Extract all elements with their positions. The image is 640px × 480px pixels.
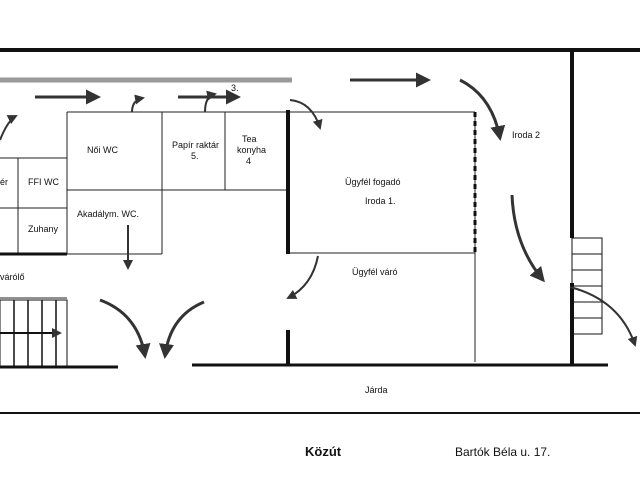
sidewalk-label: Járda xyxy=(365,385,388,395)
staircase-right xyxy=(571,237,603,335)
room-label-tea-konyha-num: 4 xyxy=(246,156,252,166)
room-label-papir-raktar: Papír raktár xyxy=(172,140,220,150)
room-label-iroda1: Iroda 1. xyxy=(365,196,396,206)
room-label-zuhany: Zuhany xyxy=(28,224,59,234)
room-label-noi-wc: Női WC xyxy=(87,145,118,155)
flow-arrows xyxy=(0,72,638,359)
room-label-tea: Tea xyxy=(242,134,257,144)
room-label-akadalym-wc: Akadálym. WC. xyxy=(77,209,140,219)
room-label-ugyfel-varo: Ügyfél váró xyxy=(352,267,398,277)
staircase-left xyxy=(0,299,68,367)
room-label-ugyfel-fogado: Ügyfél fogadó xyxy=(345,177,401,187)
room-label-varolo: várólő xyxy=(0,272,25,282)
room-label-papir-raktar-num: 5. xyxy=(191,151,199,161)
room-label-iroda2: Iroda 2 xyxy=(512,130,541,140)
address-label: Bartók Béla u. 17. xyxy=(455,445,551,459)
outer-walls xyxy=(0,48,640,414)
interior-walls xyxy=(0,111,476,362)
bearing-walls xyxy=(0,110,477,365)
road-label: Közút xyxy=(305,444,342,459)
room-label-konyha: konyha xyxy=(237,145,267,155)
room-label-num3: 3. xyxy=(231,83,239,93)
room-label-prefix: ér xyxy=(0,177,9,187)
room-label-ffi-wc: FFI WC xyxy=(28,177,59,187)
